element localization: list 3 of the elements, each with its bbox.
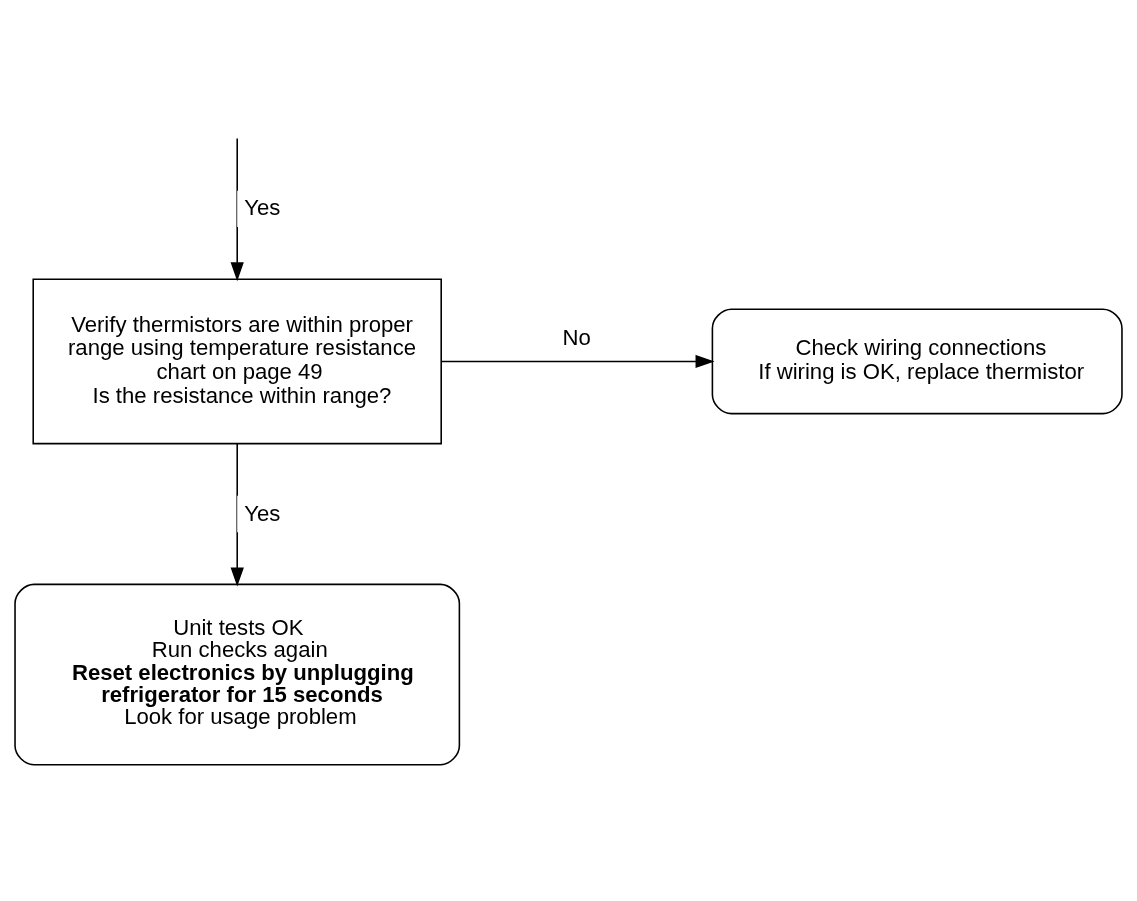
edge-label: Yes	[244, 194, 281, 220]
edge-label: Yes	[244, 500, 281, 526]
edge-label: No	[562, 324, 591, 350]
